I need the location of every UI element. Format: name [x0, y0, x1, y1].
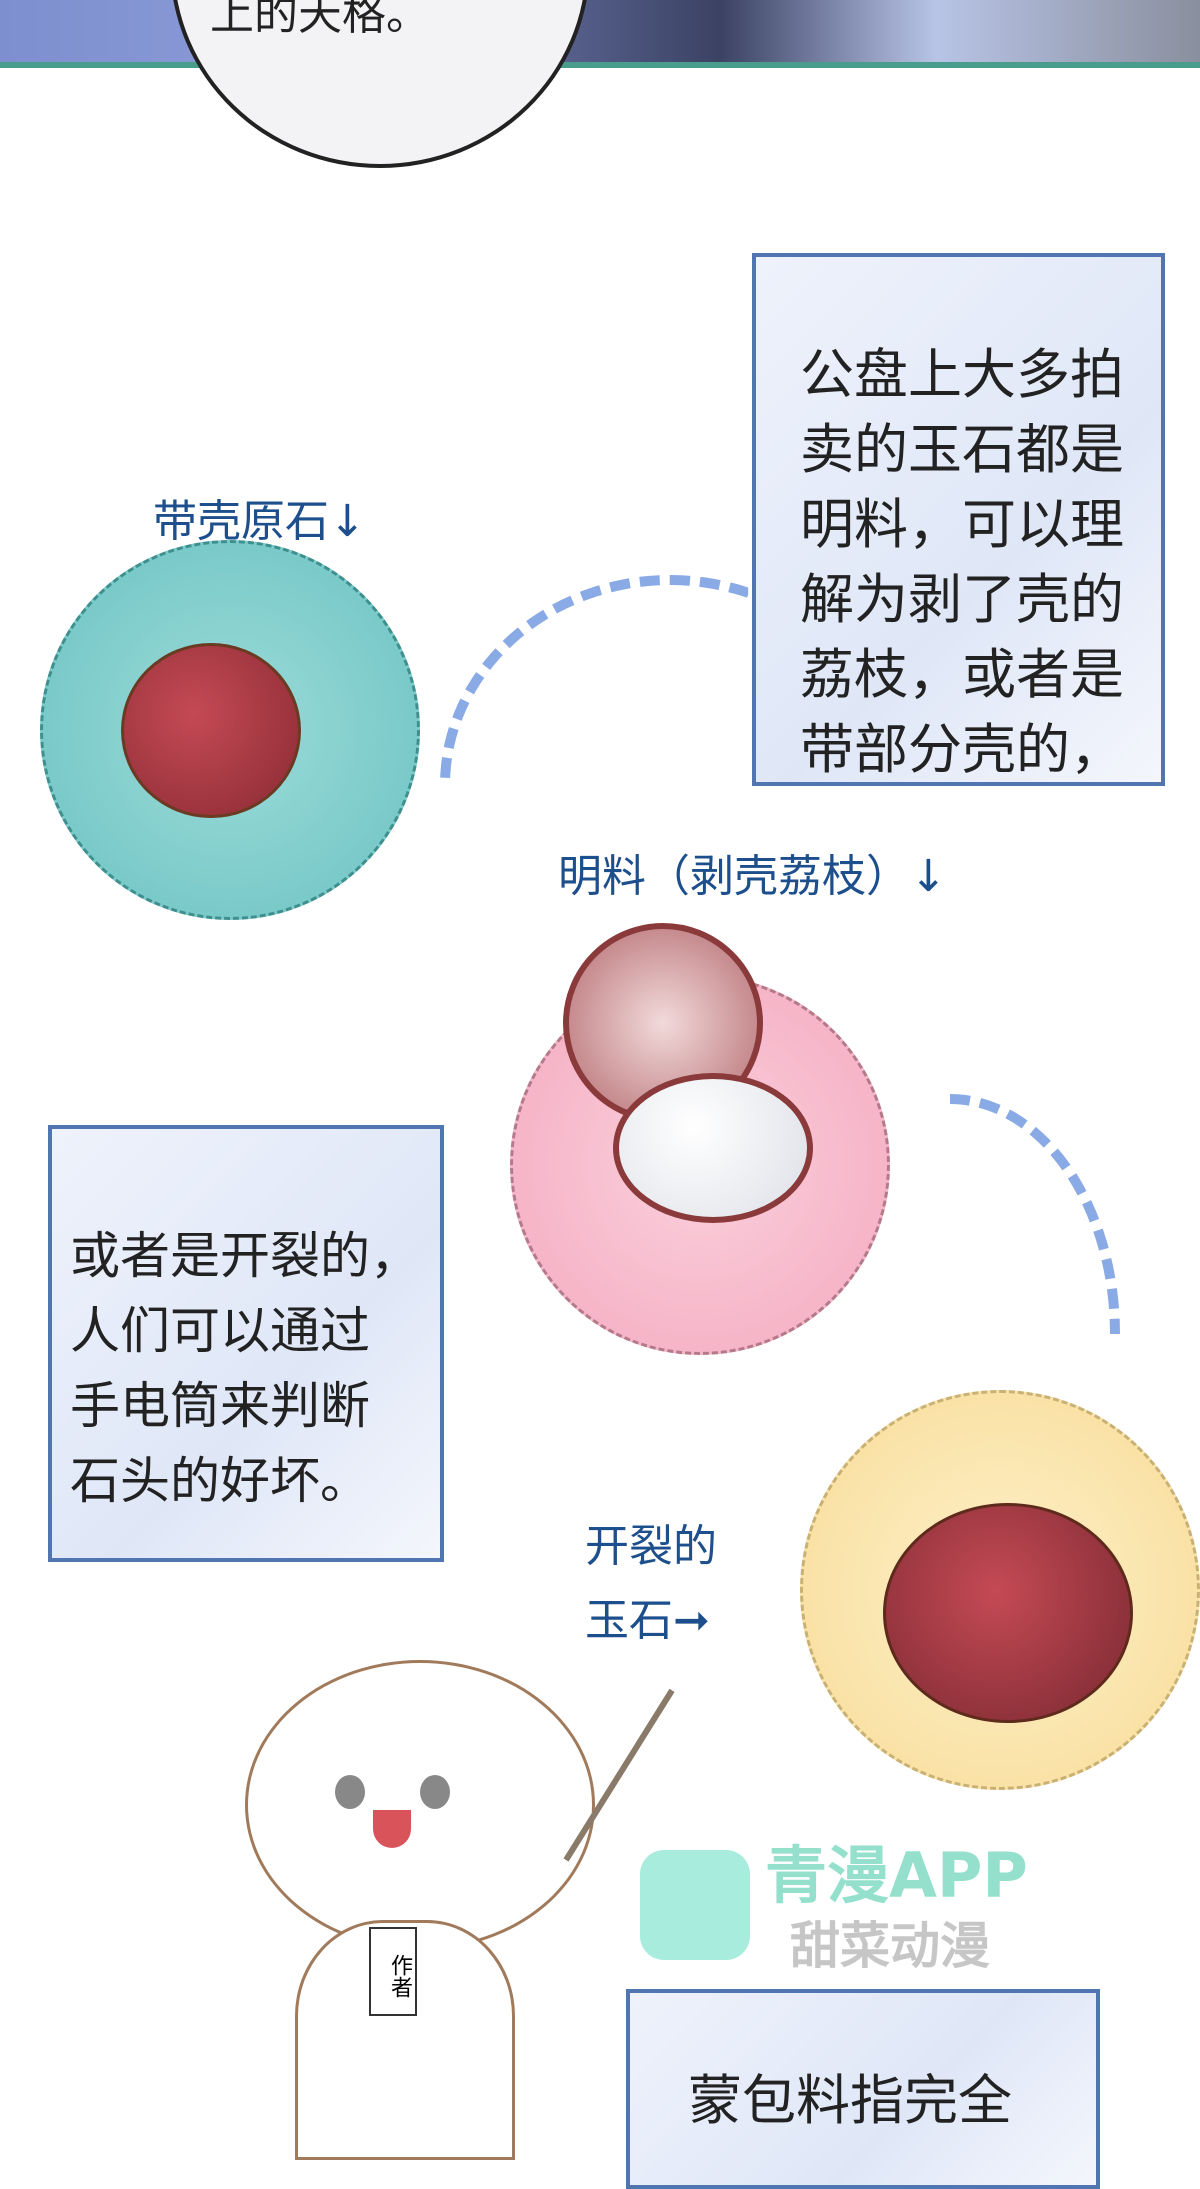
- peeled-lychee-icon: [613, 1073, 813, 1223]
- cat-logo-icon: [640, 1850, 750, 1960]
- info-box-cracked: 或者是开裂的， 人们可以通过 手电筒来判断 石头的好坏。: [48, 1125, 444, 1562]
- author-character: 作者: [245, 1660, 675, 2160]
- speech-bubble-text: 上的天格。: [210, 0, 430, 40]
- label-cracked-stone: 开裂的 玉石➞: [585, 1510, 717, 1658]
- watermark-text: 青漫APP: [765, 1839, 1028, 1912]
- watermark: 青漫APP 甜菜动漫: [640, 1840, 1200, 1980]
- lychee-icon: [121, 643, 301, 818]
- cracked-lychee-icon: [883, 1503, 1133, 1723]
- eye-icon: [420, 1775, 450, 1809]
- box-line: 荔枝，或者是: [800, 643, 1124, 706]
- box-line: 手电筒来判断: [70, 1377, 370, 1435]
- watermark-subtext: 甜菜动漫: [790, 1917, 990, 1975]
- box-line: 人们可以通过: [70, 1302, 370, 1360]
- box-line: 或者是开裂的，: [70, 1227, 420, 1285]
- character-body: [295, 1920, 515, 2160]
- author-tag: 作者: [369, 1927, 417, 2016]
- box-line: 卖的玉石都是: [800, 418, 1124, 481]
- box-line: 解为剥了壳的: [800, 568, 1124, 631]
- yellow-flower-cracked-lychee: [800, 1390, 1200, 1790]
- mouth-icon: [373, 1810, 411, 1848]
- eye-icon: [335, 1775, 365, 1809]
- label-clear-material: 明料（剥壳荔枝）↓: [558, 851, 947, 902]
- label-rough-stone: 带壳原石↓: [153, 496, 366, 547]
- box-line: 蒙包料指完全: [688, 2069, 1012, 2132]
- box-line: 石头的好坏。: [70, 1452, 370, 1510]
- box-line: 明料，可以理: [800, 493, 1124, 556]
- pink-flower-peeled-lychee: [510, 923, 890, 1355]
- box-line: 公盘上大多拍: [800, 343, 1124, 406]
- label-line: 开裂的: [585, 1521, 717, 1572]
- character-head: [245, 1660, 595, 1950]
- box-line: 带部分壳的，: [800, 718, 1124, 781]
- label-line: 玉石➞: [585, 1595, 710, 1646]
- info-box-clear-material: 公盘上大多拍 卖的玉石都是 明料，可以理 解为剥了壳的 荔枝，或者是 带部分壳的…: [752, 253, 1165, 786]
- info-box-wrapped: 蒙包料指完全: [626, 1989, 1100, 2189]
- teal-flower-lychee-with-shell: [40, 540, 420, 920]
